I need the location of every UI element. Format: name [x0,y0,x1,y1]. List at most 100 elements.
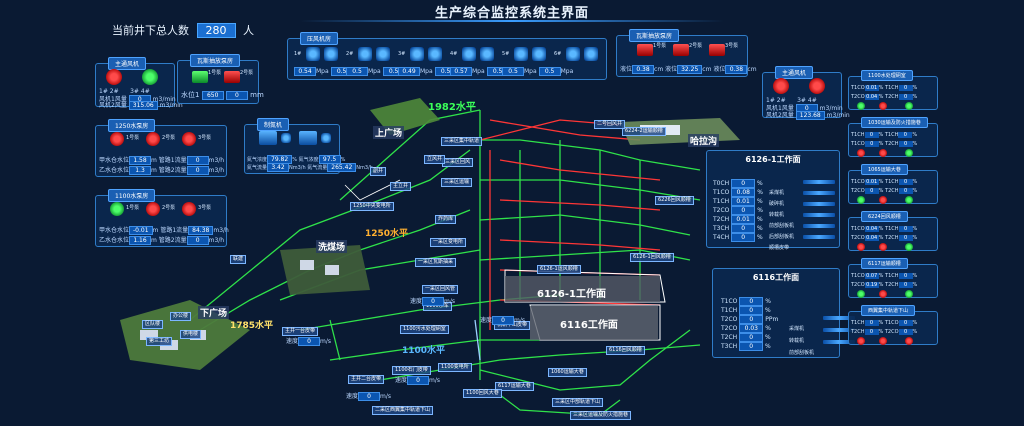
equipment-item[interactable]: 前部刮板机 [769,212,835,229]
map-tag[interactable]: 1100污水处理硐室 [400,325,449,334]
map-tag[interactable]: 6116回风顺槽 [606,346,645,355]
compressor-icon[interactable] [480,47,494,61]
face-6116-map-label[interactable]: 6116工作面 [560,320,618,331]
map-tag[interactable]: 三采区集中轨道 [441,137,483,146]
fan-green-icon[interactable] [142,69,158,85]
compressor-icon[interactable] [410,47,424,61]
compressor-icon[interactable] [358,47,372,61]
map-tag[interactable]: 三采区运输及防火措施巷 [570,411,632,420]
fan-icon[interactable] [879,149,887,157]
map-tag[interactable]: 6126-1回风顺槽 [630,253,674,262]
pump-icon[interactable] [146,202,160,216]
fan-icon[interactable] [879,102,887,110]
main-fan-right-panel[interactable]: 主通风机 1# 2# 3# 4# 风机1风量 0 m3/min 风机2风量 12… [762,66,850,120]
pump-icon[interactable] [673,44,689,56]
map-tag[interactable]: 二号回风井 [594,120,626,129]
face-6126-map-label[interactable]: 6126-1工作面 [537,289,606,300]
map-tag[interactable]: 主井一台皮带 [282,327,319,336]
nitrogen-machine-icon[interactable] [259,131,277,145]
pump-icon[interactable] [192,71,208,83]
fan-icon[interactable] [905,290,913,298]
compressor-icon[interactable] [532,47,546,61]
level-1982[interactable]: 1982水平 [428,102,476,113]
level-1100[interactable]: 1100水平 [402,346,446,356]
fan-red-icon[interactable] [809,78,825,94]
compressor-icon[interactable] [514,47,528,61]
map-tag[interactable]: 1100回风大巷 [463,389,502,398]
pump-icon[interactable] [637,44,653,56]
map-tag[interactable]: 一采区变电所 [430,238,467,247]
fan-icon[interactable] [905,243,913,251]
map-tag[interactable]: 6226回风顺槽 [655,196,694,205]
fan-icon[interactable] [879,243,887,251]
fan-icon[interactable] [857,337,865,345]
equipment-item[interactable]: 前部刮板机 [789,339,855,356]
place-halagou[interactable]: 哈拉沟 [688,134,720,147]
map-tag[interactable]: 三采区中部轨道下山 [552,398,604,407]
map-tag[interactable]: 区队楼 [142,320,164,329]
fan-icon[interactable] [905,102,913,110]
compressor-icon[interactable] [428,47,442,61]
map-tag[interactable]: 三采区回风 [442,158,474,167]
fan-icon[interactable] [857,102,865,110]
nitrogen-machine-icon[interactable] [299,131,317,145]
pump-icon[interactable] [146,132,160,146]
map-tag[interactable]: 三采区运输 [441,178,473,187]
equipment-item[interactable]: 转载机 [769,201,835,218]
map-tag[interactable]: 供电楼 [180,330,202,339]
map-tag[interactable]: 1100变电所 [438,363,472,372]
compressor-icon[interactable] [324,47,338,61]
map-tag[interactable]: 主立井 [390,182,412,191]
map-tag[interactable]: 6126-1运风顺槽 [537,265,581,274]
map-tag[interactable]: 立风井 [424,155,446,164]
pump-icon[interactable] [224,71,240,83]
fan-icon[interactable] [879,290,887,298]
face-6126-panel[interactable]: 6126-1工作面 T0CH 0 %T1CO 0.08 %T1CH 0.01 %… [706,150,840,251]
pump-icon[interactable] [709,44,725,56]
fan-icon[interactable] [905,149,913,157]
equipment-item[interactable]: 后部刮板机 [769,223,835,240]
fan-icon[interactable] [905,196,913,204]
fan-icon[interactable] [857,196,865,204]
fan-red-icon[interactable] [773,78,789,94]
level-1785[interactable]: 1785水平 [230,321,274,331]
valve-icon[interactable] [281,133,291,143]
map-tag[interactable]: 1060运输大巷 [548,368,587,377]
map-tag[interactable]: 6224-2运输顺槽 [622,127,666,136]
fan-icon[interactable] [857,149,865,157]
map-tag[interactable]: 一采区回风管 [422,285,459,294]
main-fan-left-panel[interactable]: 主通风机 1# 2# 3# 4# 风机1风量 0 m3/min 风机2风量 31… [95,57,183,110]
map-tag[interactable]: 二采区西翼集中轨道下山 [372,406,434,415]
map-tag[interactable]: 1100石门皮带 [392,366,431,375]
pump-icon[interactable] [182,132,196,146]
gas-pump-left-panel[interactable]: 瓦斯抽放泵房 1号泵 2号泵 水位1 650 0 mm [177,54,264,104]
map-tag[interactable]: 一采区瓦斯抽采 [415,258,457,267]
compressor-icon[interactable] [306,47,320,61]
map-tag[interactable]: 主井二台皮带 [348,375,385,384]
fan-red-icon[interactable] [106,69,122,85]
equipment-item[interactable]: 采煤机 [769,179,835,196]
compressor-icon[interactable] [376,47,390,61]
valve-icon[interactable] [321,133,331,143]
compressor-icon[interactable] [462,47,476,61]
map-tag[interactable]: 办公楼 [170,312,192,321]
pump-icon[interactable] [110,132,124,146]
map-tag[interactable]: 6117运输大巷 [495,382,534,391]
fan-icon[interactable] [879,337,887,345]
level-1250[interactable]: 1250水平 [365,229,409,239]
headcount-value[interactable]: 280 [196,23,236,38]
map-tag[interactable]: 炸药库 [435,215,457,224]
equipment-item[interactable]: 采煤机 [789,315,855,332]
pump-icon[interactable] [182,202,196,216]
equipment-item[interactable]: 转载机 [789,327,855,344]
